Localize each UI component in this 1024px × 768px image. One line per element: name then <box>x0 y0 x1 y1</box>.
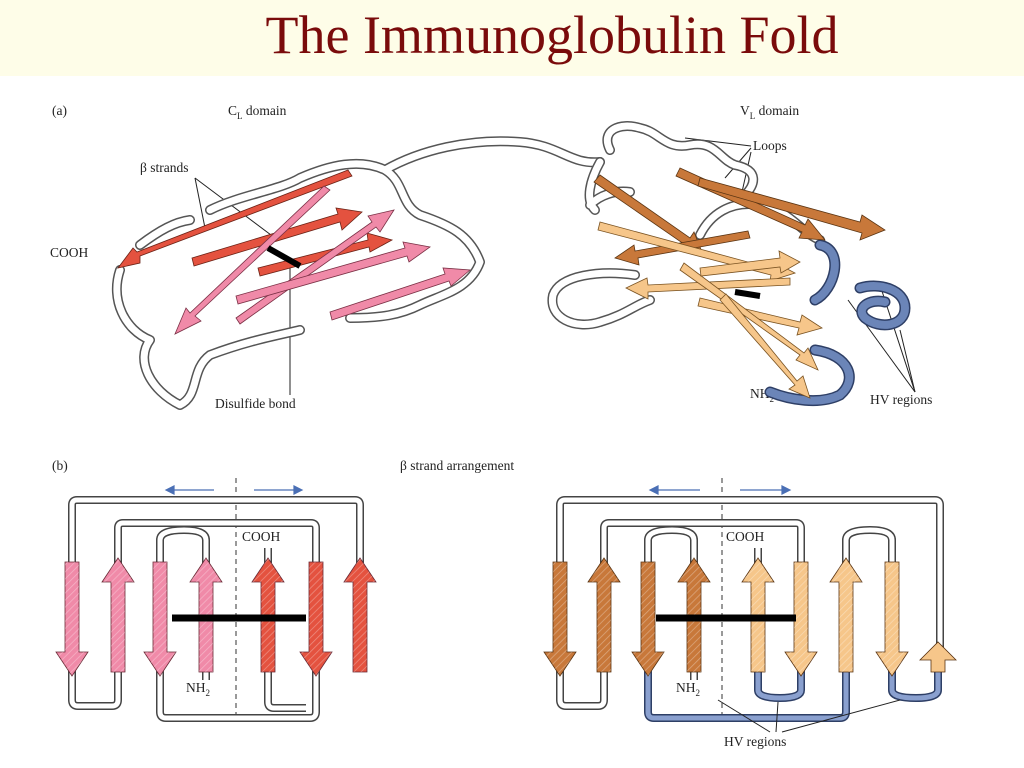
vl-orange-strand-4 <box>679 262 819 371</box>
cl-disulfide-bond <box>266 245 302 269</box>
vl-loops <box>547 121 825 330</box>
panel-a-tag: (a) <box>52 103 67 118</box>
cl-domain-label: CL domain <box>228 103 287 121</box>
loops-label: Loops <box>753 138 787 153</box>
hv-regions-label-b: HV regions <box>724 734 786 749</box>
title-bar <box>0 0 1024 76</box>
cooh-label-a: COOH <box>50 245 89 260</box>
cl-red-strand-1 <box>117 169 353 269</box>
disulfide-label: Disulfide bond <box>215 396 296 411</box>
cl-red-strand-3 <box>257 232 394 277</box>
beta-strands-label: β strands <box>140 160 189 175</box>
panel-a: (a) CL domain VL domain β strands COOH D… <box>50 103 932 411</box>
nh2-label-b-right: NH2 <box>676 680 700 698</box>
vl-orange-strands <box>597 221 823 399</box>
vl-orange-strand-5 <box>719 293 811 399</box>
hv-regions-label-a: HV regions <box>870 392 932 407</box>
cl-pink-strand-3 <box>235 241 431 305</box>
panel-b: (b) β strand arrangement COOH NH2 COOH N… <box>52 458 957 749</box>
vl-orange-strand-3 <box>697 297 823 336</box>
cooh-label-b-left: COOH <box>242 529 281 544</box>
cl-pink-strand-1 <box>174 185 331 335</box>
vl-orange-strand-6 <box>699 250 801 277</box>
panel-b-tag: (b) <box>52 458 68 473</box>
hv-leader-lines-b <box>717 699 901 733</box>
cl-pink-strand-4 <box>329 267 472 321</box>
nh2-label-b-left: NH2 <box>186 680 210 698</box>
vl-brown-strand-3 <box>697 177 886 241</box>
vl-brown-strands <box>593 167 886 266</box>
vl-domain-label: VL domain <box>740 103 799 121</box>
slide-title: The Immunoglobulin Fold <box>265 5 839 65</box>
cl-topology-loops <box>68 496 364 722</box>
vl-topo-strand-9 <box>919 641 957 673</box>
diagram: (a) CL domain VL domain β strands COOH D… <box>50 103 957 749</box>
vl-disulfide-bond <box>734 289 761 299</box>
vl-topology-loops <box>556 496 944 710</box>
cl-loops <box>111 136 605 410</box>
nh2-label-a: NH2 <box>750 386 774 404</box>
cl-pink-strand-2 <box>235 209 395 325</box>
cl-pink-strands <box>174 185 472 335</box>
direction-arrows <box>164 485 792 495</box>
vl-hv-regions <box>764 239 911 406</box>
cooh-label-b-right: COOH <box>726 529 765 544</box>
strand-arrangement-heading: β strand arrangement <box>400 458 514 473</box>
